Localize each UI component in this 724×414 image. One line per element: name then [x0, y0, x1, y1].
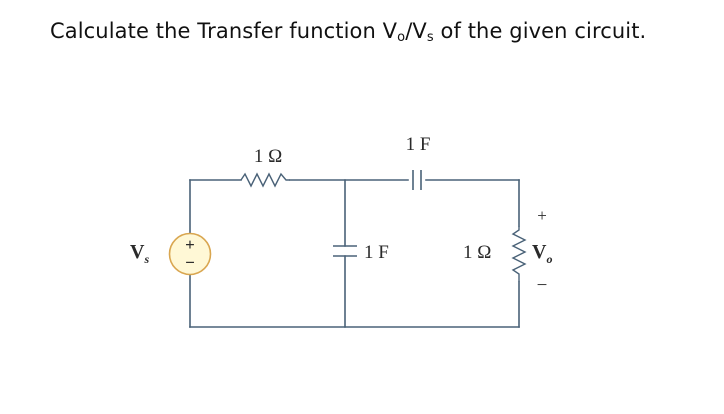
capacitor-shunt-label: 1 F: [364, 242, 389, 263]
question-suffix: of the given circuit.: [433, 19, 647, 43]
question-slash: /V: [405, 19, 427, 43]
resistor-r2: [511, 226, 527, 282]
output-plus-sign: +: [537, 206, 547, 225]
voltage-source: [168, 232, 212, 276]
circuit-wires: [189, 179, 520, 328]
output-voltage-label: Vo: [532, 241, 552, 266]
source-voltage-main: V: [130, 241, 145, 263]
question-prefix: Calculate the Transfer function V: [50, 19, 398, 43]
source-minus-sign: −: [185, 253, 195, 272]
source-plus-sign: +: [185, 235, 195, 254]
question-subscript-s: s: [426, 30, 434, 45]
output-minus-sign: −: [537, 275, 548, 296]
question-text: Calculate the Transfer function Vo/Vs of…: [50, 19, 646, 45]
resistor-r1: [240, 172, 290, 188]
capacitor-shunt: [333, 245, 357, 257]
output-voltage-sub: o: [546, 252, 552, 266]
capacitor-series: [412, 170, 422, 190]
resistor-r2-label: 1 Ω: [463, 242, 491, 263]
question-subscript-o: o: [397, 30, 406, 45]
source-voltage-sub: s: [143, 252, 149, 266]
capacitor-series-label: 1 F: [406, 134, 431, 155]
source-voltage-label: Vs: [130, 241, 149, 266]
resistor-r1-label: 1 Ω: [254, 146, 282, 167]
output-voltage-main: V: [532, 241, 547, 263]
